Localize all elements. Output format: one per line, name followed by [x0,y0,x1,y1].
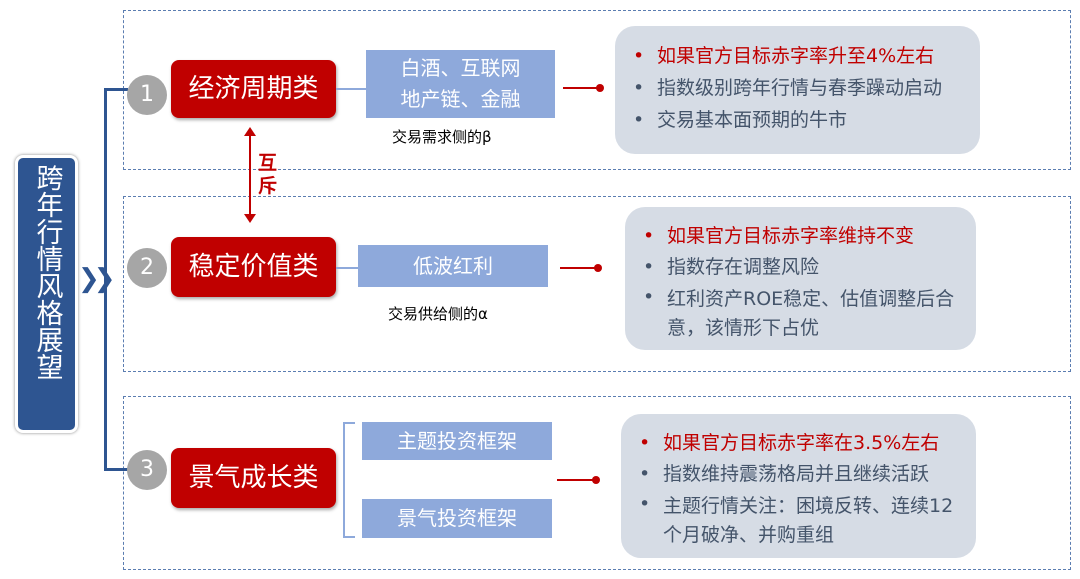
step-number: 3 [127,450,167,490]
arrow-down-icon [244,214,256,223]
category-box: 景气成长类 [171,448,336,508]
category-box: 经济周期类 [171,60,336,118]
sector-line: 地产链、金融 [400,87,521,111]
sector-box: 低波红利 [358,245,548,287]
section-2-frame [123,196,1071,372]
sector-line: 白酒、互联网 [400,56,521,80]
arrow-connector [336,88,366,90]
chevron-right-icon: ❯❯ [78,264,115,294]
arrow-up-icon [244,127,256,136]
section-3-frame [123,396,1071,570]
caption: 交易供给侧的α [388,305,488,323]
scenario-box: 如果官方目标赤字率升至4%左右 指数级别跨年行情与春季躁动启动 交易基本面预期的… [615,26,980,154]
sector-box: 白酒、互联网 地产链、金融 [366,50,555,118]
main-title: 跨年行情风格展望 [15,155,78,433]
scenario-point: 主题行情关注：困境反转、连续12个月破净、并购重组 [639,490,966,550]
mutex-arrow [249,134,251,216]
connector-trunk [104,88,107,470]
sector-box: 主题投资框架 [362,422,552,460]
red-dot [596,84,604,92]
scenario-point: 如果官方目标赤字率维持不变 [643,221,966,252]
red-dot [592,476,600,484]
step-number: 1 [127,75,167,115]
mutex-label: 互斥 [258,152,278,197]
scenario-point: 交易基本面预期的牛市 [633,104,970,136]
scenario-point: 红利资产ROE稳定、估值调整后合意，该情形下占优 [643,283,966,343]
connector-branch [104,468,128,471]
scenario-box: 如果官方目标赤字率维持不变 指数存在调整风险 红利资产ROE稳定、估值调整后合意… [625,207,976,350]
scenario-box: 如果官方目标赤字率在3.5%左右 指数维持震荡格局并且继续活跃 主题行情关注：困… [621,414,976,558]
sector-box: 景气投资框架 [362,499,552,538]
caption: 交易需求侧的β [392,128,492,146]
connector-branch [104,88,128,91]
scenario-point: 如果官方目标赤字率升至4%左右 [633,40,970,72]
red-connector [560,267,596,269]
category-box: 稳定价值类 [171,237,336,297]
scenario-point: 指数维持震荡格局并且继续活跃 [639,459,966,490]
scenario-point: 指数存在调整风险 [643,252,966,283]
arrow-connector [336,267,358,269]
red-dot [594,264,602,272]
bracket [343,422,355,538]
step-number: 2 [127,248,167,288]
scenario-point: 如果官方目标赤字率在3.5%左右 [639,428,966,459]
scenario-point: 指数级别跨年行情与春季躁动启动 [633,72,970,104]
red-connector [557,479,595,481]
red-connector [563,87,599,89]
